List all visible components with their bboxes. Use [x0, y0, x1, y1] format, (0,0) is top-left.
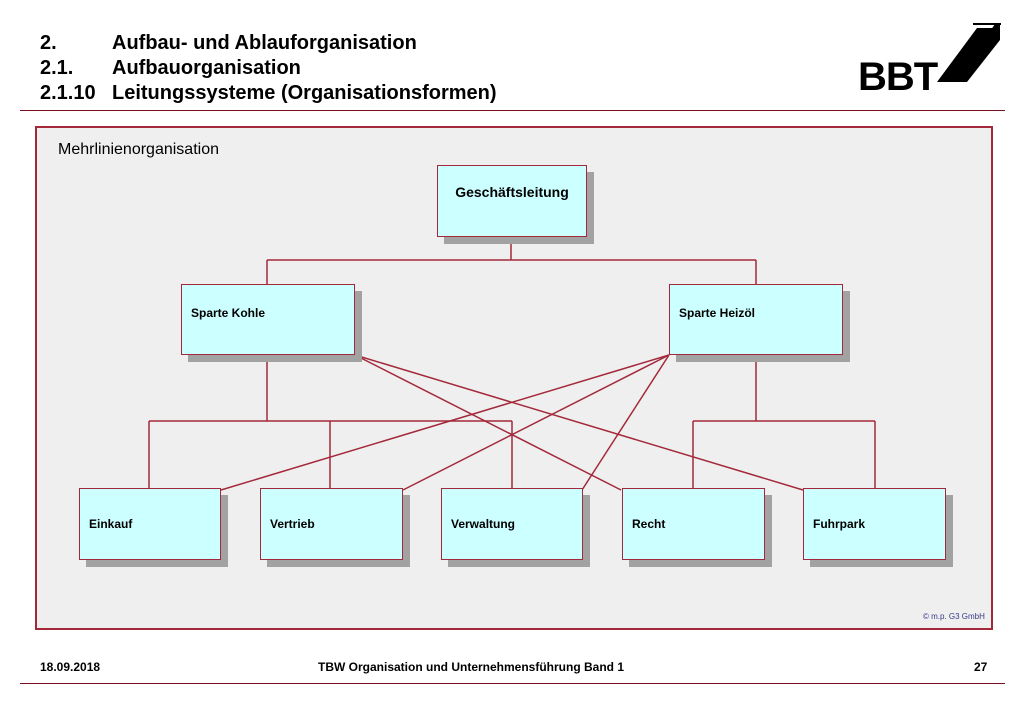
- heading-number: 2.1.: [40, 57, 74, 79]
- box-label: Vertrieb: [270, 517, 315, 531]
- box-sparte-kohle: Sparte Kohle: [181, 284, 355, 355]
- box-label: Recht: [632, 517, 666, 531]
- box-vertrieb: Vertrieb: [260, 488, 403, 560]
- box-verwaltung: Verwaltung: [441, 488, 583, 560]
- heading-line-2: 2.1. Aufbauorganisation: [40, 56, 301, 80]
- box-einkauf: Einkauf: [79, 488, 221, 560]
- heading-text: Aufbau- und Ablauforganisation: [112, 32, 417, 54]
- footer-date: 18.09.2018: [40, 660, 101, 674]
- heading-number: 2.: [40, 32, 57, 54]
- heading-text: Aufbauorganisation: [112, 57, 301, 79]
- heading-text: Leitungssysteme (Organisationsformen): [112, 82, 497, 104]
- box-recht: Recht: [622, 488, 765, 560]
- box-label: Fuhrpark: [813, 517, 866, 531]
- logo-text: BBT: [858, 55, 938, 98]
- box-sparte-heizoel: Sparte Heizöl: [669, 284, 843, 355]
- footer-title: TBW Organisation und Unternehmensführung…: [318, 660, 624, 674]
- footer-divider: [20, 683, 1005, 684]
- box-label: Geschäftsleitung: [455, 184, 569, 200]
- connector: [581, 354, 670, 491]
- connector: [402, 354, 670, 491]
- connector: [354, 354, 622, 491]
- header-divider: [20, 110, 1005, 111]
- heading-number: 2.1.10: [40, 82, 96, 104]
- copyright-note: © m.p. G3 GmbH: [923, 612, 985, 621]
- diagram-title: Mehrlinienorganisation: [58, 141, 219, 158]
- box-label: Einkauf: [89, 517, 133, 531]
- box-label: Sparte Kohle: [191, 305, 266, 320]
- heading-line-3: 2.1.10 Leitungssysteme (Organisationsform…: [40, 81, 497, 105]
- footer-page-number: 27: [974, 660, 988, 674]
- box-label: Verwaltung: [451, 517, 516, 531]
- bbt-logo: BBT: [858, 23, 1001, 98]
- box-geschaeftsleitung: Geschäftsleitung: [437, 165, 587, 237]
- box-fuhrpark: Fuhrpark: [803, 488, 946, 560]
- box-label: Sparte Heizöl: [679, 305, 756, 320]
- heading-line-1: 2. Aufbau- und Ablauforganisation: [40, 31, 417, 55]
- connector: [354, 354, 804, 491]
- connector: [220, 354, 670, 491]
